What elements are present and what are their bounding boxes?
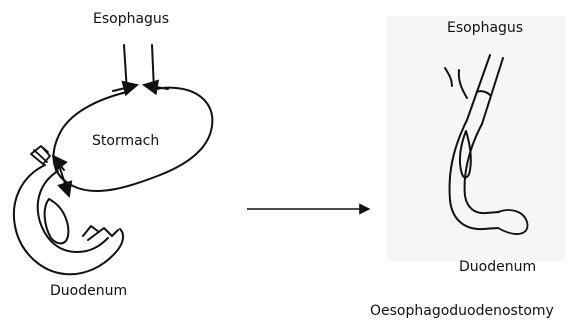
after-anatomy [445, 55, 528, 234]
pylorus-arrow-down [58, 162, 69, 196]
esophagus-cut-arrow-left [113, 85, 137, 91]
duodenum-label-after: Duodenum [459, 259, 536, 275]
vessel-left [445, 68, 452, 86]
esophagus-label-before: Esophagus [93, 11, 169, 27]
duodenum-end-right [498, 210, 528, 234]
vessel-right [459, 70, 467, 98]
esophagus-label-after: Esophagus [447, 20, 523, 36]
before-anatomy [14, 45, 212, 274]
procedure-label: Oesophagoduodenostomy [370, 303, 554, 319]
stomach-label: Stormach [92, 133, 159, 149]
anastomosis-line [477, 91, 490, 95]
duodenum-inner [38, 171, 108, 252]
duodenum-crossing [83, 226, 118, 240]
duodenum-label-before: Duodenum [50, 283, 127, 299]
duodenum-outer [14, 165, 123, 274]
pylorus-cut [31, 146, 50, 164]
